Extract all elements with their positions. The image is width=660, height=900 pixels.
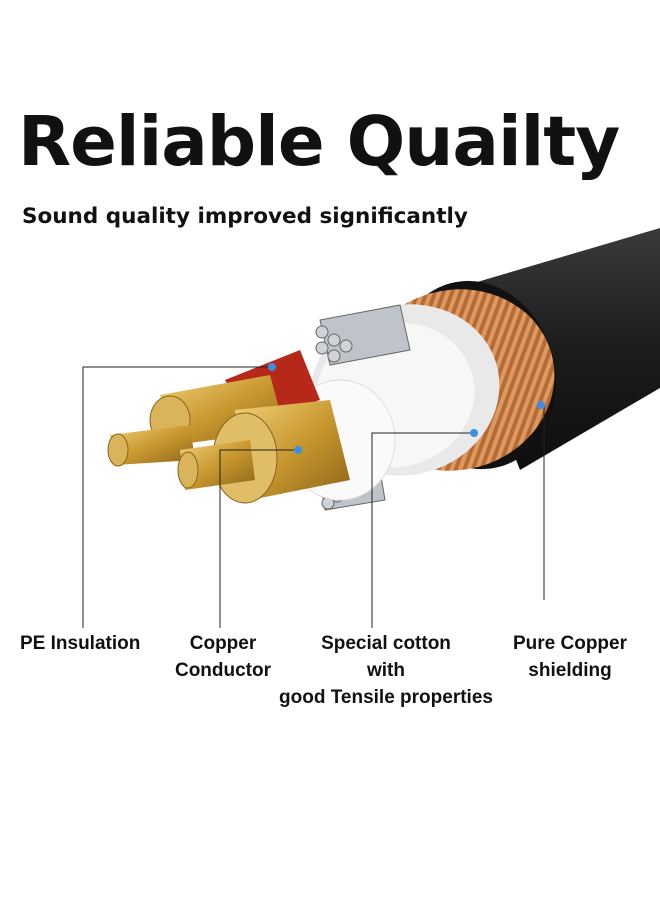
label-line: PE Insulation [20, 633, 141, 654]
label-pure-copper-shielding: Pure Copper shielding [505, 630, 635, 684]
label-line: shielding [528, 660, 612, 681]
pointer-dot-cotton [470, 429, 478, 437]
label-line: Pure Copper [512, 633, 628, 654]
label-line: Copper [189, 633, 257, 654]
label-line: Conductor [174, 660, 272, 681]
label-line: Special cotton [321, 633, 451, 654]
label-special-cotton: Special cotton with good Tensile propert… [272, 630, 500, 711]
page-title: Reliable Quailty [18, 102, 620, 182]
label-copper-conductor: Copper Conductor [171, 630, 275, 684]
pointer-dot-shielding [537, 401, 545, 409]
label-line: with [367, 660, 405, 681]
pointer-dot-pe [268, 363, 276, 371]
label-line: good Tensile properties [279, 687, 493, 708]
label-pe-insulation: PE Insulation [20, 630, 140, 657]
page-subtitle: Sound quality improved significantly [22, 204, 468, 229]
pointer-dot-copper [294, 446, 302, 454]
